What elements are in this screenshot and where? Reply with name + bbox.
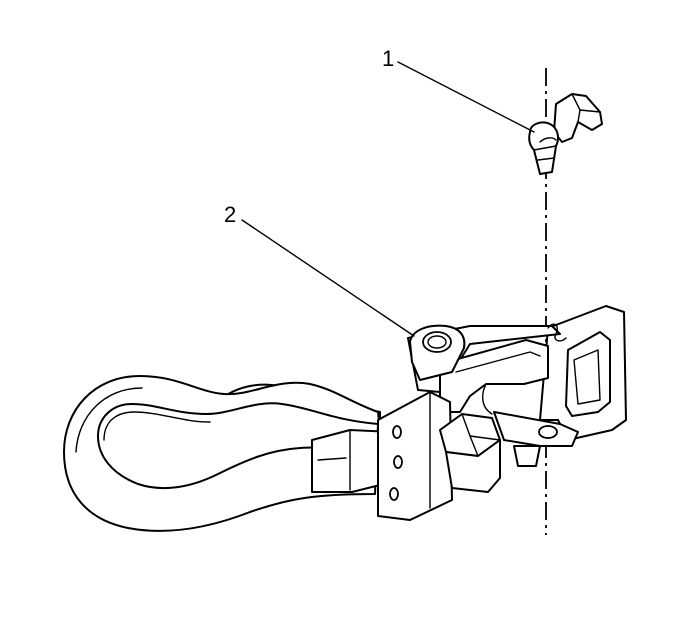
- callout-1-label: 1: [382, 46, 394, 71]
- pedal-arm: [63, 375, 393, 532]
- mounting-bracket: [377, 305, 627, 521]
- callout-1-leader: [397, 61, 535, 133]
- callout-2-label: 2: [224, 202, 236, 227]
- callout-2-leader: [241, 219, 415, 337]
- retainer-clip: [528, 93, 603, 175]
